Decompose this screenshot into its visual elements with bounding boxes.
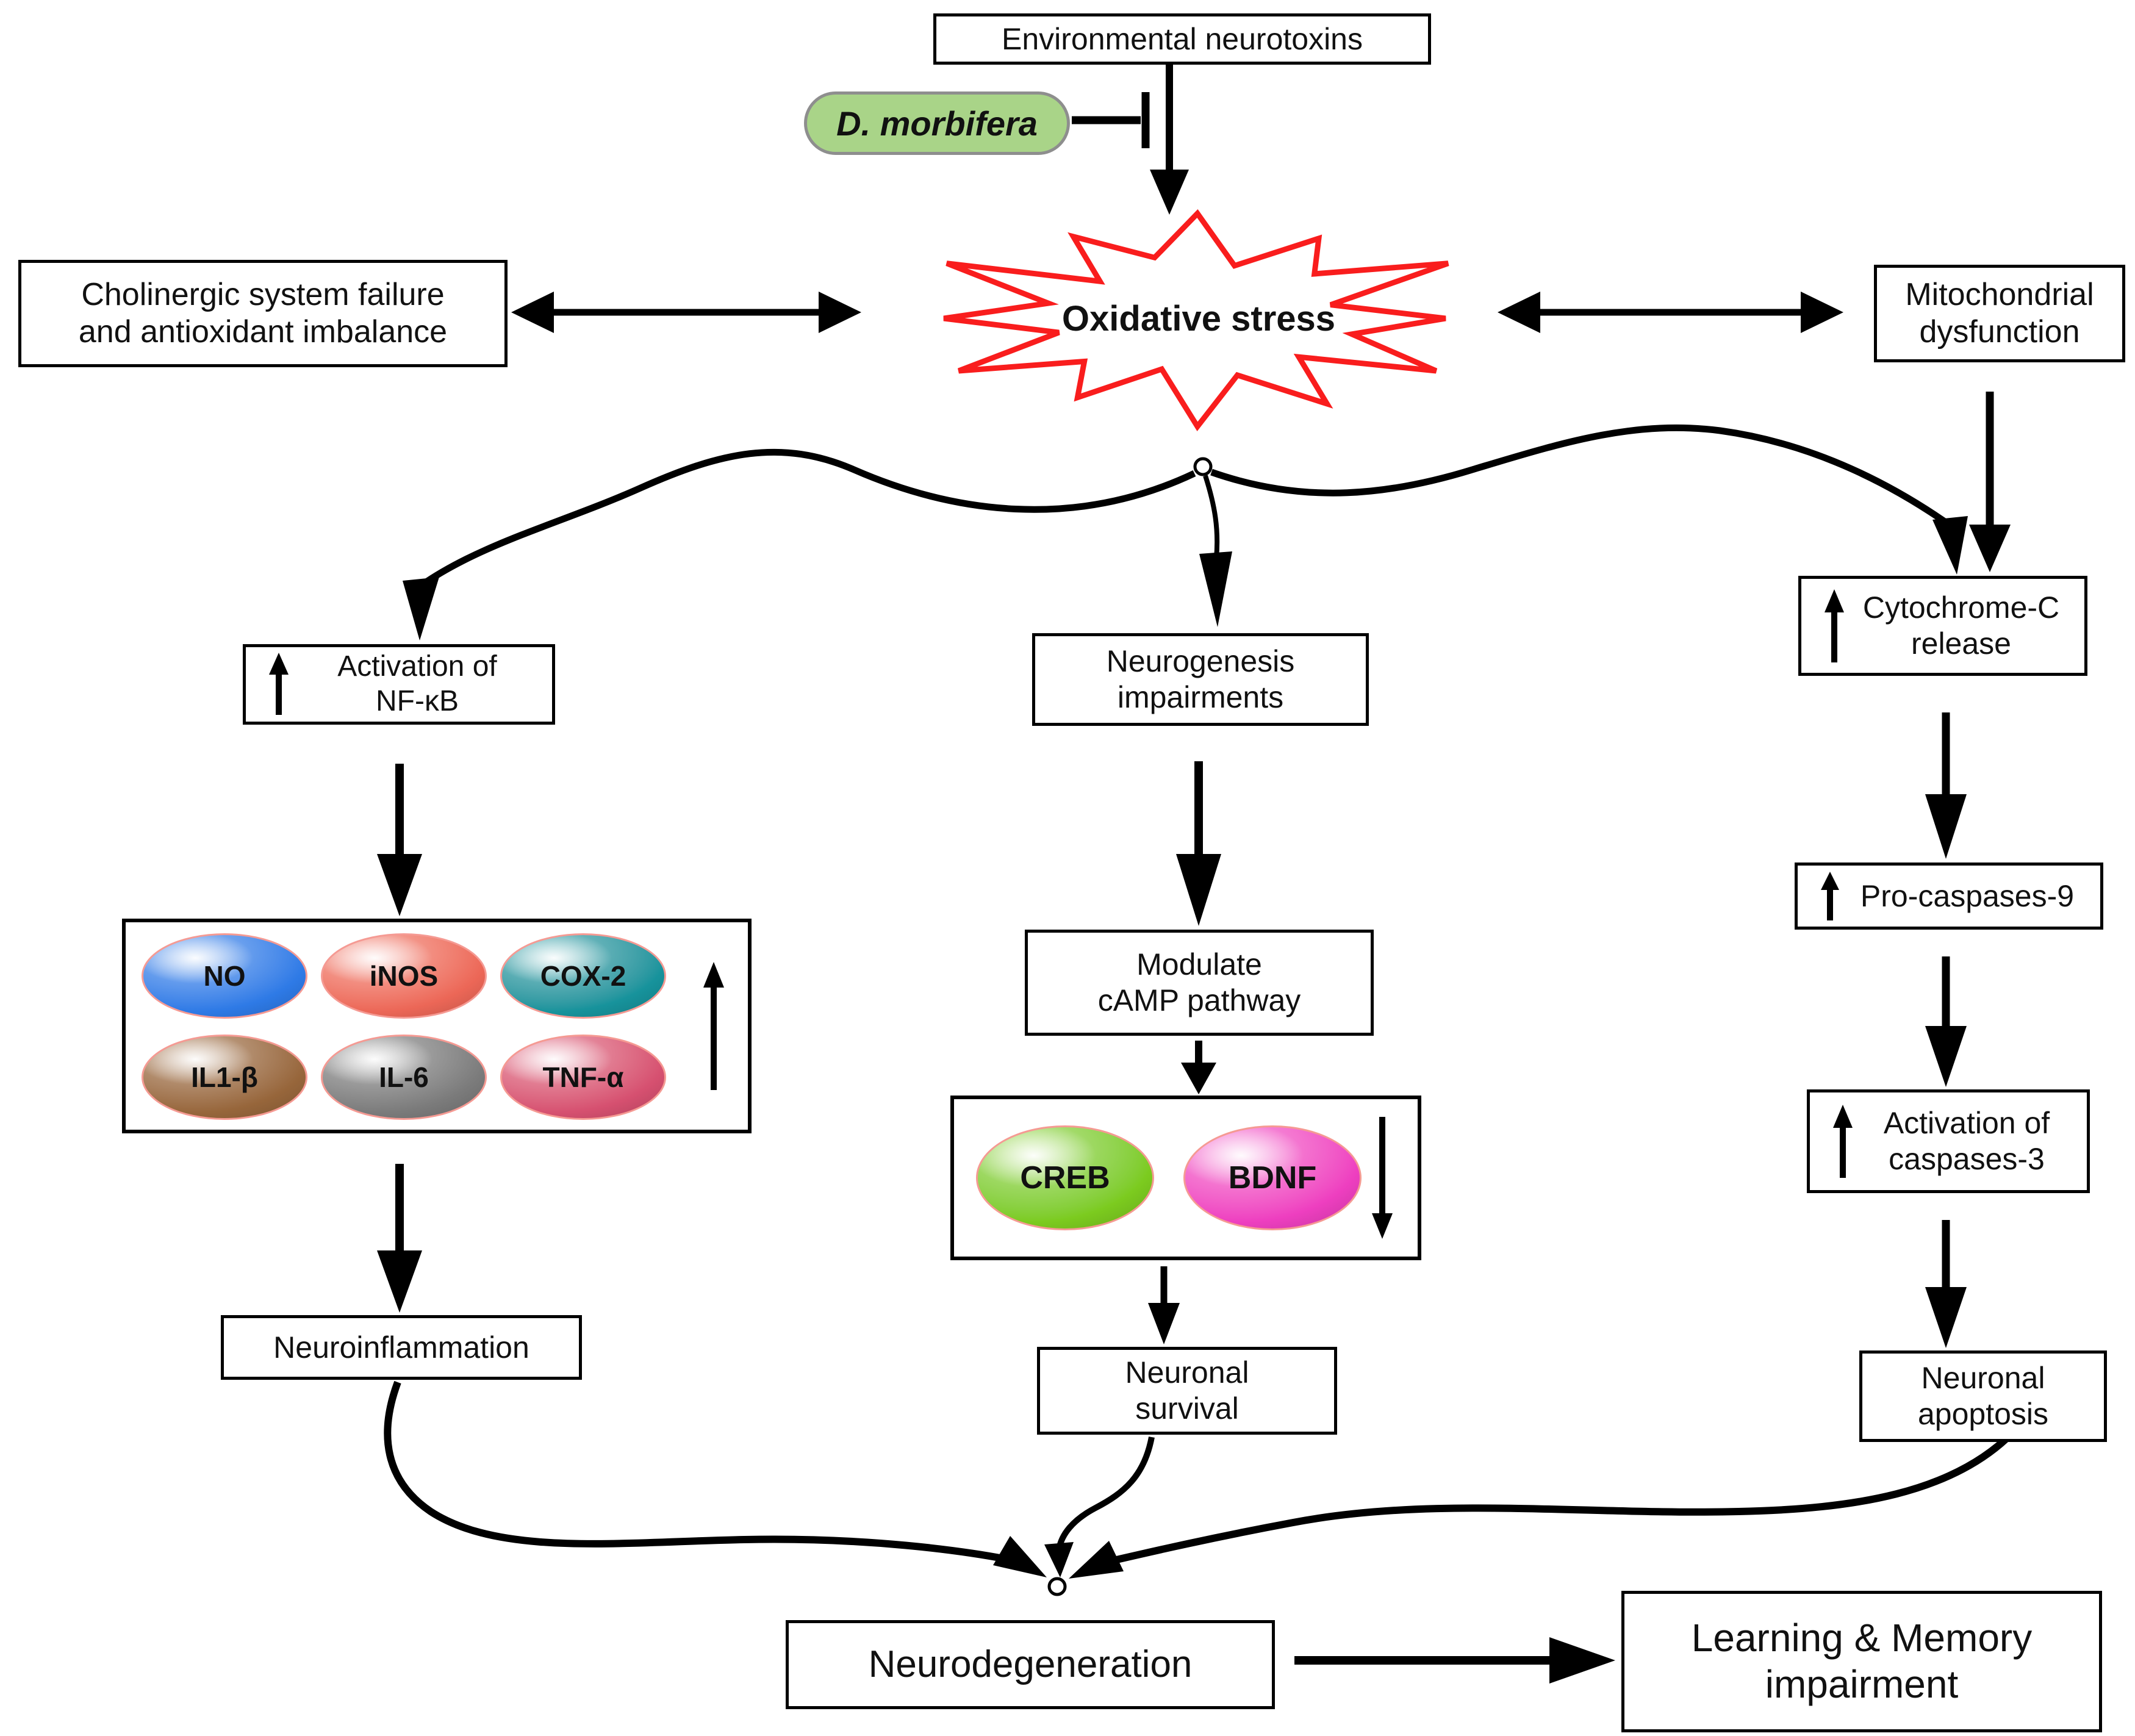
creb-bdnf-box: CREB BDNF [950,1096,1421,1260]
camp-label: Modulate cAMP pathway [1097,947,1301,1017]
down-arrow [377,764,422,916]
up-arrow-icon [703,962,724,1090]
cytokine-oval: IL1-β [142,1035,307,1120]
mitochondrial-label: Mitochondrial dysfunction [1905,276,2094,350]
curve-to-neurogenesis [1199,475,1232,627]
curve-apoptosis-to-node [1069,1430,2015,1579]
cholinergic-box: Cholinergic system failure and antioxida… [18,260,508,367]
bdnf-oval: BDNF [1183,1125,1362,1230]
curve-neuroinflammation-to-node [384,1380,1047,1577]
cytokine-oval: TNF-α [500,1035,666,1120]
curve-to-nfkb [403,448,1196,640]
learning-memory-label: Learning & Memory impairment [1691,1616,2033,1706]
pro-caspases9-box: Pro-caspases-9 [1795,863,2103,930]
d-morbifera-pill: D. morbifera [804,91,1070,155]
cytokine-oval: COX-2 [500,933,666,1019]
d-morbifera-label: D. morbifera [836,104,1038,143]
neurogenesis-label: Neurogenesis impairments [1106,644,1295,714]
cholinergic-label: Cholinergic system failure and antioxida… [78,276,448,350]
cytokines-box: NO iNOS COX-2 IL1-β IL-6 TNF-α [122,919,752,1133]
up-arrow-icon [1821,872,1839,920]
caspases3-label: Activation of caspases-3 [1883,1106,2050,1176]
neuronal-apoptosis-box: Neuronal apoptosis [1859,1350,2107,1442]
neurodegeneration-box: Neurodegeneration [786,1620,1275,1709]
cytokine-oval: IL-6 [321,1035,487,1120]
neurodegeneration-label: Neurodegeneration [868,1643,1193,1686]
environmental-neurotoxins-label: Environmental neurotoxins [1002,21,1363,56]
down-arrow-icon [1372,1117,1393,1239]
neuronal-apoptosis-label: Neuronal apoptosis [1917,1361,2049,1431]
right-arrow [1294,1637,1615,1684]
up-arrow-icon [1833,1105,1853,1178]
cytokine-oval: iNOS [321,933,487,1019]
neuronal-survival-box: Neuronal survival [1037,1347,1337,1435]
pro-caspases9-label: Pro-caspases-9 [1860,878,2075,913]
neuronal-survival-label: Neuronal survival [1125,1355,1249,1426]
branch-node [1193,457,1213,476]
caspases3-box: Activation of caspases-3 [1807,1089,2090,1193]
environmental-neurotoxins-box: Environmental neurotoxins [933,13,1431,65]
nfkb-label: Activation of NF-κB [337,650,497,717]
cytochrome-c-box: Cytochrome-C release [1798,576,2087,676]
down-arrow [377,1164,422,1313]
down-arrow [1969,392,2011,572]
nfkb-box: Activation of NF-κB [243,644,555,725]
learning-memory-box: Learning & Memory impairment [1621,1591,2102,1732]
down-arrow [1150,63,1189,215]
mitochondrial-box: Mitochondrial dysfunction [1874,265,2125,362]
inhibition-tbar-icon [1072,92,1150,148]
down-arrow [1176,761,1221,926]
down-arrow [1181,1041,1216,1094]
cytokine-oval: NO [142,933,307,1019]
curve-survival-to-node [1044,1437,1155,1577]
double-arrow-left [511,292,861,333]
down-arrow [1925,956,1967,1087]
curve-to-cytochrome [1210,424,1968,575]
up-arrow-icon [1825,589,1844,662]
neuroinflammation-box: Neuroinflammation [221,1315,582,1380]
up-arrow-icon [269,653,289,715]
double-arrow-right [1498,292,1843,333]
down-arrow [1925,1220,1967,1348]
creb-oval: CREB [976,1125,1154,1230]
down-arrow [1925,712,1967,859]
convergence-node [1047,1577,1067,1596]
down-arrow [1148,1266,1180,1344]
camp-box: Modulate cAMP pathway [1025,930,1374,1036]
cytochrome-c-label: Cytochrome-C release [1862,590,2060,661]
neurogenesis-box: Neurogenesis impairments [1032,633,1369,726]
oxidative-stress-label: Oxidative stress [1061,298,1336,339]
oxidative-stress-burst [943,209,1449,432]
neuroinflammation-label: Neuroinflammation [273,1330,529,1365]
